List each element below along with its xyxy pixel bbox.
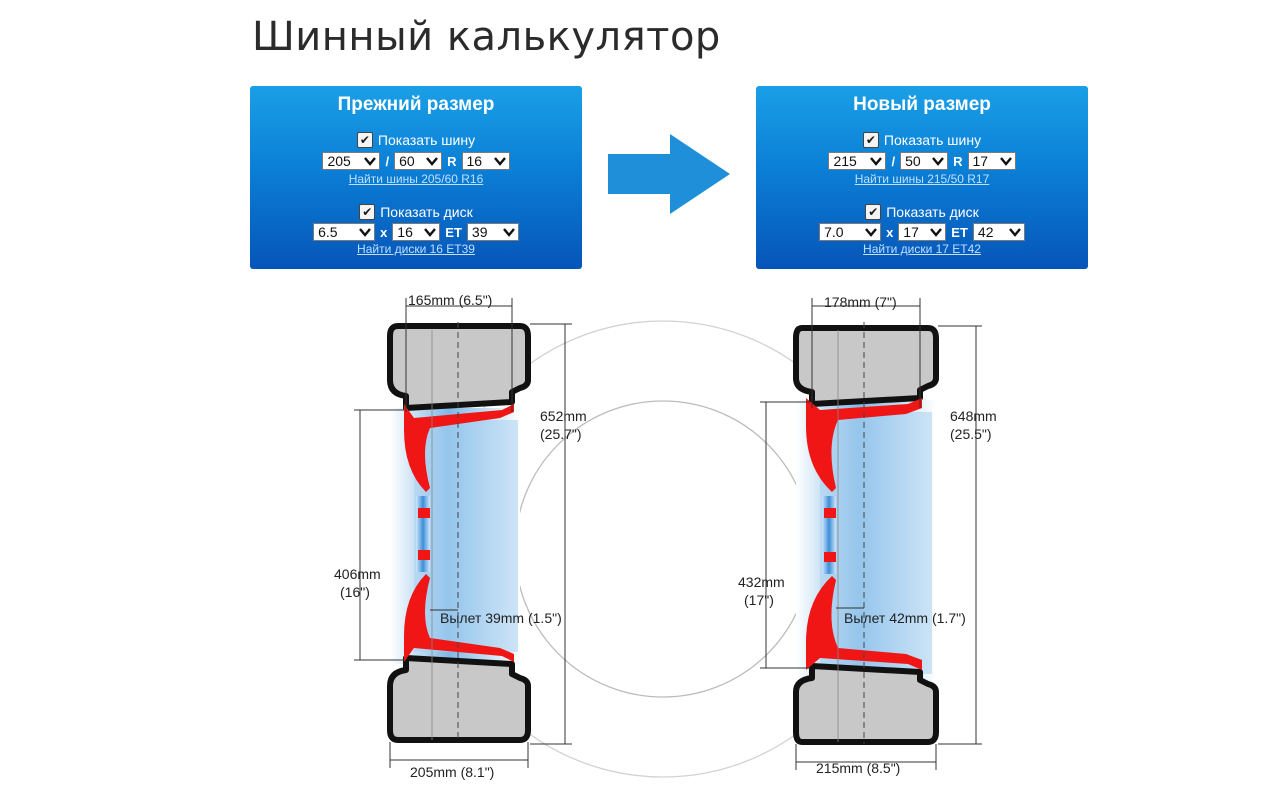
new-r-label: R: [953, 153, 963, 169]
old-tire-bottom: [387, 655, 531, 743]
chevron-down-icon: [364, 157, 377, 166]
new-size-panel: Новый размер ✔ Показать шину 215 / 50 R …: [756, 86, 1088, 269]
new-find-discs-link[interactable]: Найти диски 17 ET42: [863, 242, 981, 256]
old-hub: [416, 496, 430, 572]
old-show-disc-row[interactable]: ✔ Показать диск: [250, 204, 582, 220]
old-rim-value: 16: [466, 153, 483, 169]
old-rim-lower: [404, 574, 514, 662]
chevron-down-icon: [999, 157, 1012, 166]
new-profile-value: 50: [905, 153, 921, 169]
chevron-down-icon: [870, 157, 883, 166]
new-profile-select[interactable]: 50: [900, 152, 949, 170]
new-find-tires-link[interactable]: Найти шины 215/50 R17: [854, 172, 990, 186]
old-tire-top: [387, 323, 531, 411]
new-slash: /: [891, 153, 896, 169]
new-tire-width-label: 215mm (8.5"): [816, 760, 901, 776]
new-show-disc-row[interactable]: ✔ Показать диск: [756, 204, 1088, 220]
tire-comparison-diagram: [354, 298, 982, 778]
new-rim-width-label: 178mm (7"): [824, 294, 897, 310]
chevron-down-icon: [503, 228, 515, 237]
new-rim-mm: 432mm: [738, 574, 785, 590]
old-diameter-mm: 652mm: [540, 408, 587, 424]
old-rim-select[interactable]: 16: [461, 152, 510, 170]
new-size-title: Новый размер: [853, 94, 991, 115]
old-rim-upper: [404, 404, 514, 492]
chevron-down-icon: [930, 228, 943, 237]
new-tire-top: [793, 325, 939, 407]
old-show-tire-checkbox[interactable]: ✔: [356, 132, 373, 148]
new-et-label: ET: [951, 224, 968, 240]
new-show-disc-checkbox[interactable]: ✔: [865, 204, 882, 220]
new-rim-value: 17: [972, 153, 989, 169]
new-show-tire-checkbox[interactable]: ✔: [862, 132, 879, 148]
chevron-down-icon: [865, 228, 877, 237]
new-disc-width-select[interactable]: 7.0: [819, 223, 882, 241]
old-rim-in: (16"): [340, 584, 370, 600]
old-show-tire-label: Показать шину: [377, 132, 476, 148]
new-show-tire-row[interactable]: ✔ Показать шину: [756, 132, 1088, 148]
old-find-discs-link[interactable]: Найти диски 16 ET39: [357, 242, 475, 256]
old-size-panel: Прежний размер ✔ Показать шину 205 / 60 …: [250, 86, 582, 269]
old-r-label: R: [447, 153, 457, 169]
rim-outline-circle: [514, 400, 812, 698]
new-diameter-in: (25.5"): [950, 426, 992, 442]
new-rim-lower: [806, 576, 922, 670]
new-disc-diameter-value: 17: [903, 224, 919, 240]
old-diameter-in: (25.7"): [540, 426, 582, 442]
new-diameter-mm: 648mm: [950, 408, 997, 424]
chevron-down-icon: [1009, 228, 1021, 237]
old-width-value: 205: [327, 153, 351, 169]
new-disc-size-row: 7.0 x 17 ET 42: [756, 223, 1088, 241]
old-disc-diameter-select[interactable]: 16: [392, 223, 441, 241]
old-et-label: ET: [445, 224, 462, 240]
old-x-label: x: [380, 224, 388, 240]
new-tire-size-row: 215 / 50 R 17: [756, 152, 1088, 170]
new-show-disc-label: Показать диск: [886, 204, 979, 220]
old-disc-diameter-value: 16: [397, 224, 413, 240]
new-et-value: 42: [977, 224, 994, 240]
old-size-title: Прежний размер: [337, 94, 495, 115]
new-rim-upper: [806, 398, 922, 492]
old-profile-select[interactable]: 60: [394, 152, 443, 170]
new-x-label: x: [886, 224, 894, 240]
new-rim-select[interactable]: 17: [967, 152, 1016, 170]
old-rim-mm: 406mm: [334, 566, 381, 582]
old-et-value: 39: [471, 224, 488, 240]
new-offset-label: Вылет 42mm (1.7"): [844, 610, 966, 626]
new-width-select[interactable]: 215: [828, 152, 887, 170]
old-et-select[interactable]: 39: [466, 223, 519, 241]
new-disc-width-value: 7.0: [824, 224, 844, 240]
old-tire-width-label: 205mm (8.1"): [410, 764, 495, 780]
old-disc-width-select[interactable]: 6.5: [313, 223, 376, 241]
old-width-select[interactable]: 205: [322, 152, 381, 170]
new-width-value: 215: [833, 153, 857, 169]
arrow-right-icon: [608, 134, 730, 214]
old-disc-width-value: 6.5: [318, 224, 338, 240]
new-show-tire-label: Показать шину: [883, 132, 982, 148]
chevron-down-icon: [493, 157, 506, 166]
chevron-down-icon: [359, 228, 371, 237]
new-hub: [822, 496, 836, 574]
old-offset-label: Вылет 39mm (1.5"): [440, 610, 562, 626]
page-title: Шинный калькулятор: [252, 14, 721, 60]
chevron-down-icon: [932, 157, 945, 166]
old-show-disc-label: Показать диск: [380, 204, 473, 220]
new-wheel-section: [760, 298, 982, 770]
old-show-tire-row[interactable]: ✔ Показать шину: [250, 132, 582, 148]
old-profile-value: 60: [399, 153, 415, 169]
new-tire-bottom: [793, 663, 939, 745]
old-rim-width-label: 165mm (6.5"): [408, 292, 493, 308]
old-show-disc-checkbox[interactable]: ✔: [359, 204, 376, 220]
old-slash: /: [385, 153, 390, 169]
old-find-tires-link[interactable]: Найти шины 205/60 R16: [348, 172, 484, 186]
new-disc-diameter-select[interactable]: 17: [898, 223, 947, 241]
new-et-select[interactable]: 42: [972, 223, 1025, 241]
chevron-down-icon: [426, 157, 439, 166]
new-rim-in: (17"): [744, 592, 774, 608]
old-wheel-section: [354, 298, 572, 768]
old-tire-size-row: 205 / 60 R 16: [250, 152, 582, 170]
chevron-down-icon: [424, 228, 437, 237]
old-disc-size-row: 6.5 x 16 ET 39: [250, 223, 582, 241]
